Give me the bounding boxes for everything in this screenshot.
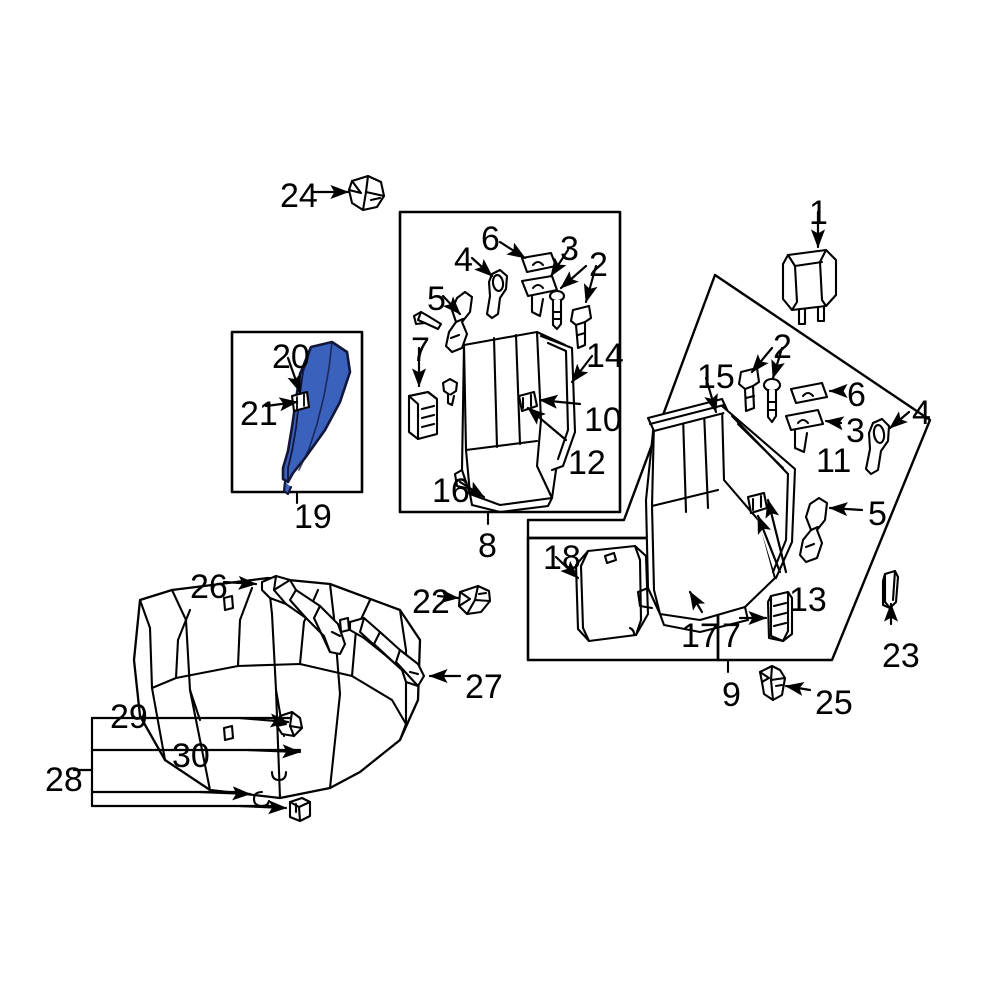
leader-15 [704, 376, 718, 414]
callout-23[interactable]: 23 [882, 637, 920, 675]
part-7-corner-trim-block [407, 390, 439, 441]
callout-26[interactable]: 26 [190, 568, 228, 606]
callout-4b[interactable]: 4 [912, 394, 931, 432]
part-7-trim-block-right [766, 590, 794, 643]
callout-28[interactable]: 28 [45, 761, 83, 799]
callout-15[interactable]: 15 [697, 358, 735, 396]
part-24-corner-bracket [347, 174, 386, 212]
leader-22 [436, 589, 460, 604]
callout-17[interactable]: 17 [681, 617, 719, 655]
part-6-cover-plate-right [789, 381, 829, 405]
callout-20[interactable]: 20 [272, 338, 310, 376]
leader-18 [554, 555, 580, 580]
leader-28-arrow-1 [198, 786, 252, 801]
part-1-headrest [781, 248, 838, 326]
callout-9[interactable]: 9 [722, 676, 741, 714]
callout-2a[interactable]: 2 [589, 246, 608, 284]
callout-7b[interactable]: 7 [722, 617, 741, 655]
leader-4-right [888, 410, 911, 430]
leader-13-b [756, 514, 782, 574]
part-4-release-lever [485, 268, 509, 320]
leader-17 [688, 590, 706, 614]
callout-3b[interactable]: 3 [846, 412, 865, 450]
part-bolt-lower-left [441, 377, 459, 407]
leader-21 [264, 397, 299, 412]
part-5-hinge-strap [444, 290, 474, 354]
part-28-seat-cushion-assembly [132, 576, 422, 800]
leader-2-right-a [750, 346, 774, 374]
leader-28-arrow-2 [238, 800, 288, 815]
part-25-floor-anchor-clip [758, 664, 787, 702]
leader-2-left-b [583, 264, 598, 304]
callout-25[interactable]: 25 [815, 684, 853, 722]
part-22-mounting-clip [457, 584, 492, 616]
callout-3a[interactable]: 3 [560, 230, 579, 268]
callout-10[interactable]: 10 [584, 401, 622, 439]
callout-5b[interactable]: 5 [868, 495, 887, 533]
leader-25 [784, 681, 812, 696]
callout-24[interactable]: 24 [280, 177, 318, 215]
callout-22[interactable]: 22 [412, 583, 450, 621]
leader-2-right-b [771, 346, 785, 380]
callout-27[interactable]: 27 [465, 668, 503, 706]
leader-5-right [828, 502, 864, 517]
callout-12[interactable]: 12 [568, 444, 606, 482]
part-3-bracket-right [784, 408, 825, 454]
callout-29[interactable]: 29 [110, 698, 148, 736]
part-bolt-upper-left [412, 310, 443, 331]
callout-19[interactable]: 19 [294, 498, 332, 536]
part-27-seat-belt-anchor [348, 616, 426, 688]
leader-6-left [498, 240, 527, 260]
part-2-guide-sleeve-right-b [762, 377, 782, 424]
part-23-retainer-pin [881, 569, 900, 610]
leader-10 [538, 394, 582, 409]
leader-26 [222, 575, 258, 590]
callout-1[interactable]: 1 [809, 194, 828, 232]
callout-4a[interactable]: 4 [454, 241, 473, 279]
callout-8[interactable]: 8 [478, 527, 497, 565]
leader-2-left-a [559, 264, 588, 290]
leader-20 [286, 356, 302, 394]
leader-14 [570, 354, 594, 384]
callout-7a[interactable]: 7 [411, 331, 430, 369]
leader-29 [238, 713, 290, 728]
callout-18[interactable]: 18 [543, 539, 581, 577]
callout-6b[interactable]: 6 [847, 376, 866, 414]
part-2-guide-sleeve-b [569, 304, 593, 350]
part-2-guide-sleeve-right-a [737, 366, 761, 413]
part-2-guide-sleeve-a [548, 289, 566, 331]
part-3-seat-back-bracket [520, 274, 559, 318]
callout-21[interactable]: 21 [240, 395, 278, 433]
callout-11[interactable]: 11 [816, 442, 852, 480]
leader-30 [246, 744, 302, 759]
part-26-seat-belt-buckle [260, 574, 347, 656]
part-12-latch-striker [517, 390, 539, 413]
part-4-release-lever-right [864, 417, 891, 476]
leader-5-left [441, 294, 462, 316]
callout-5a[interactable]: 5 [427, 280, 446, 318]
part-5-hinge-strap-right [798, 496, 829, 564]
callout-16[interactable]: 16 [432, 472, 470, 510]
leader-4-left [470, 256, 494, 278]
callout-30[interactable]: 30 [172, 737, 210, 775]
part-29-cushion-hook [275, 710, 304, 738]
callout-13[interactable]: 13 [789, 581, 827, 619]
part-18-center-armrest [574, 544, 650, 643]
part-28-c-clip [252, 790, 271, 808]
leader-13-a [765, 498, 788, 574]
callout-14[interactable]: 14 [586, 337, 624, 375]
callout-2b[interactable]: 2 [773, 328, 792, 366]
leader-16 [458, 480, 486, 499]
leader-12 [526, 406, 568, 442]
part-28-square-clip [288, 796, 312, 823]
leader-3-left [549, 248, 570, 278]
leader-3-right [824, 416, 845, 431]
callout-6a[interactable]: 6 [481, 220, 500, 258]
